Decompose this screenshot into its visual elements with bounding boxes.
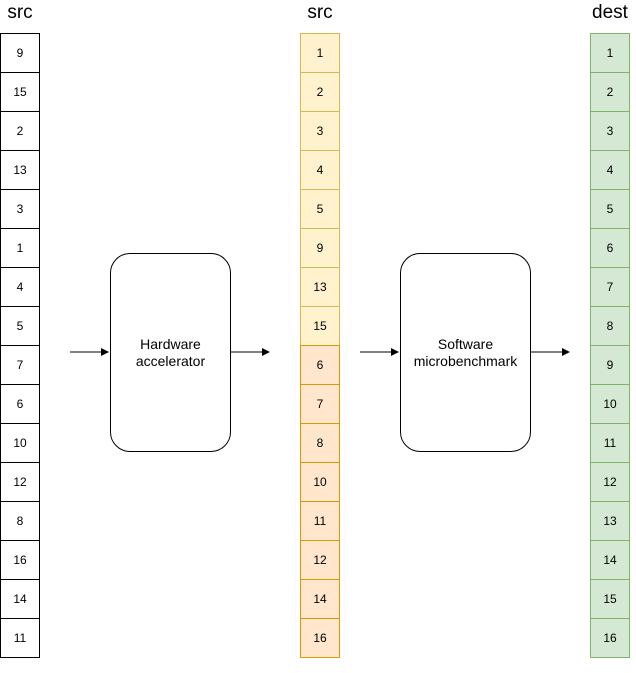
dest-title: dest — [592, 2, 628, 23]
src-mid-cell: 11 — [300, 501, 340, 541]
hardware-accelerator-line1: Hardware — [140, 335, 201, 352]
dest-cell: 16 — [590, 618, 630, 658]
software-microbenchmark-line2: microbenchmark — [413, 352, 518, 369]
dest-cell: 2 — [590, 72, 630, 112]
src-mid-cell: 1 — [300, 33, 340, 73]
src-mid-cell: 4 — [300, 150, 340, 190]
src-mid-cell: 14 — [300, 579, 340, 619]
src-left-cell: 7 — [0, 345, 40, 385]
dest-cell: 15 — [590, 579, 630, 619]
src-left-cell: 11 — [0, 618, 40, 658]
dest-cell: 1 — [590, 33, 630, 73]
dest-cell: 8 — [590, 306, 630, 346]
src-left-cell: 10 — [0, 423, 40, 463]
dest-cell: 14 — [590, 540, 630, 580]
dest-cell: 13 — [590, 501, 630, 541]
dest-cell: 12 — [590, 462, 630, 502]
src-mid-cell: 9 — [300, 228, 340, 268]
src-left-cell: 16 — [0, 540, 40, 580]
dest-cell: 11 — [590, 423, 630, 463]
dest-cell: 3 — [590, 111, 630, 151]
hardware-accelerator-box: Hardware accelerator — [110, 253, 231, 452]
src-left-cell: 14 — [0, 579, 40, 619]
src-left-cell: 4 — [0, 267, 40, 307]
src-left-cell: 13 — [0, 150, 40, 190]
src-mid-title: src — [307, 2, 333, 23]
src-mid-cell: 6 — [300, 345, 340, 385]
src-mid-cell: 5 — [300, 189, 340, 229]
software-microbenchmark-line1: Software — [437, 335, 494, 352]
src-left-cell: 5 — [0, 306, 40, 346]
src-left-cell: 9 — [0, 33, 40, 73]
hardware-accelerator-line2: accelerator — [135, 352, 206, 369]
src-left-title: src — [7, 2, 33, 23]
dest-cell: 6 — [590, 228, 630, 268]
src-mid-cell: 2 — [300, 72, 340, 112]
src-mid-cell: 13 — [300, 267, 340, 307]
src-mid-cell: 10 — [300, 462, 340, 502]
dest-cell: 10 — [590, 384, 630, 424]
src-mid-cell: 12 — [300, 540, 340, 580]
software-microbenchmark-box: Software microbenchmark — [400, 253, 531, 452]
src-left-cell: 2 — [0, 111, 40, 151]
src-mid-cell: 16 — [300, 618, 340, 658]
